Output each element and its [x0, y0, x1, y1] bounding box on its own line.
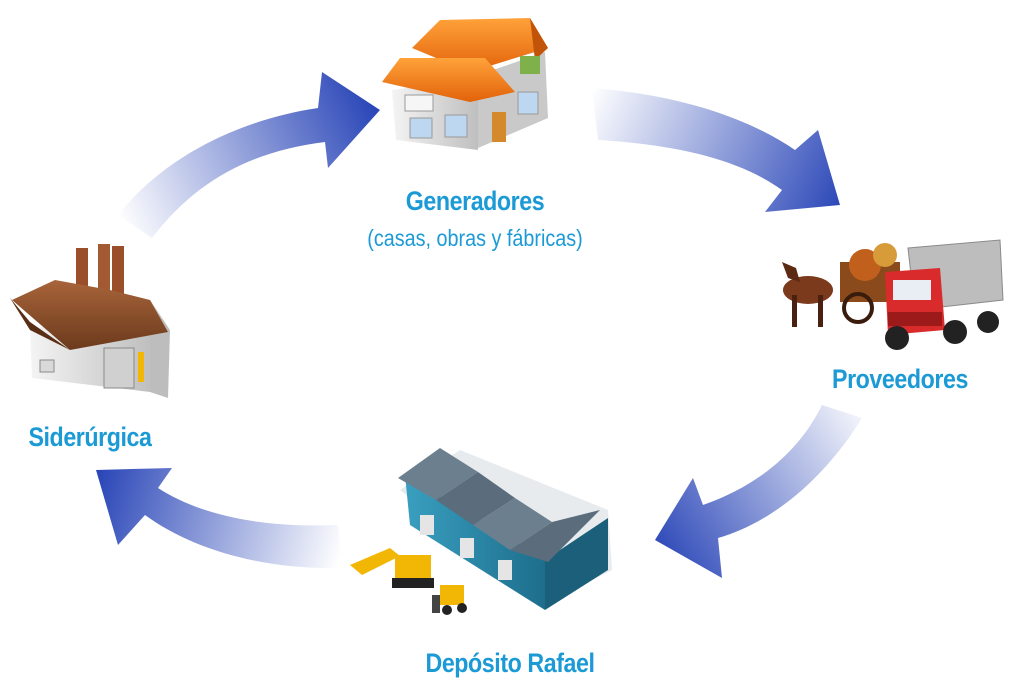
- arrow-deposito-to-siderurgica: [96, 468, 342, 569]
- siderurgica-title: Siderúrgica: [28, 422, 152, 452]
- arrow-generadores-to-proveedores: [592, 88, 840, 212]
- arrow-siderurgica-to-generadores: [118, 72, 380, 238]
- deposito-title: Depósito Rafael: [425, 648, 595, 678]
- house-icon: [382, 18, 548, 150]
- generadores-subtitle: (casas, obras y fábricas): [367, 225, 583, 251]
- proveedores-title: Proveedores: [832, 364, 968, 394]
- generadores-title: Generadores: [405, 186, 545, 216]
- horse-cart-and-truck-icon: [782, 239, 1004, 350]
- arrow-proveedores-to-deposito: [655, 405, 862, 578]
- factory-icon: [10, 244, 170, 398]
- warehouse-with-excavator-and-forklift-icon: [350, 448, 612, 615]
